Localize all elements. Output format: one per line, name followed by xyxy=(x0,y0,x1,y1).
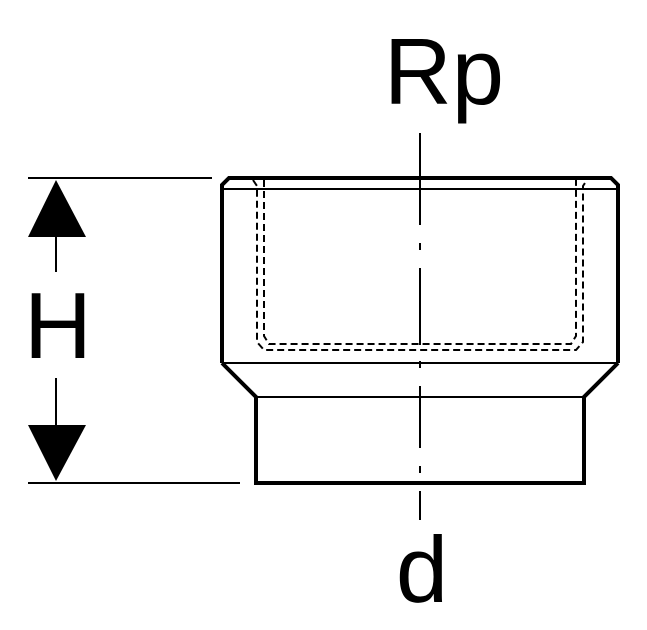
socket-outline xyxy=(220,176,620,363)
internal-edges xyxy=(222,188,618,398)
hidden-thread-lines xyxy=(252,179,588,351)
fitting-outline xyxy=(220,176,620,485)
thread-label: Rp xyxy=(384,19,504,124)
diameter-label: d xyxy=(396,517,448,622)
height-label: H xyxy=(24,273,92,378)
arrow-up-icon xyxy=(28,180,86,237)
extension-lines xyxy=(28,177,240,484)
height-dimension xyxy=(28,180,86,481)
arrow-down-icon xyxy=(28,425,86,481)
taper-outline xyxy=(220,361,620,485)
